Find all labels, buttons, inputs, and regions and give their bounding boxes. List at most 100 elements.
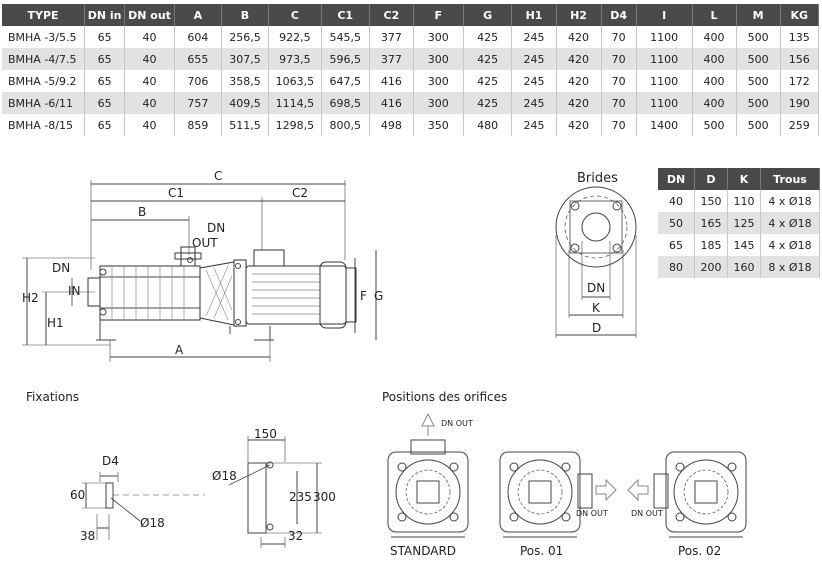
orifices-title: Positions des orifices xyxy=(382,390,508,404)
table-cell: 40 xyxy=(124,70,175,92)
table-cell: 185 xyxy=(694,234,728,256)
col-header: DN out xyxy=(124,4,175,26)
table-cell: 245 xyxy=(511,92,557,114)
label-out: OUT xyxy=(192,236,218,250)
table-cell: 8 x Ø18 xyxy=(760,256,820,278)
brides-title: Brides xyxy=(577,171,618,186)
table-cell: 190 xyxy=(780,92,820,114)
table-cell: 500 xyxy=(692,114,737,136)
table-cell: 1063,5 xyxy=(268,70,322,92)
table-cell: 125 xyxy=(727,212,761,234)
table-cell: BMHA -8/15 xyxy=(2,114,86,136)
orifice-standard xyxy=(387,412,469,538)
table-cell: 647,5 xyxy=(321,70,370,92)
table-cell: 40 xyxy=(124,26,175,48)
fixation-labels: D4 60 38 Ø18 150 Ø18 235 300 32 xyxy=(70,427,336,543)
table-cell: 425 xyxy=(463,26,513,48)
label-a: A xyxy=(175,343,184,357)
table-cell: 70 xyxy=(601,26,637,48)
table-cell: 400 xyxy=(692,70,737,92)
label-flange-d: D xyxy=(592,321,601,335)
table-cell: 377 xyxy=(369,48,414,70)
table-cell: 70 xyxy=(601,70,637,92)
label-in: IN xyxy=(68,284,81,298)
label-dn-in: DN xyxy=(52,261,70,275)
table-cell: 500 xyxy=(736,48,781,70)
label-dn-out-left: DN OUT xyxy=(631,509,663,518)
label-32: 32 xyxy=(288,529,303,543)
specs-table: TYPE DN in DN out A B C C1 C2 F G H1 H2 … xyxy=(2,4,820,136)
table-cell: 50 xyxy=(658,212,695,234)
table-cell: 498 xyxy=(369,114,414,136)
flange-labels: DN K D xyxy=(587,281,605,335)
table-cell: 859 xyxy=(174,114,222,136)
table-cell: 110 xyxy=(727,190,761,212)
table-cell: 480 xyxy=(463,114,513,136)
table-cell: 65 xyxy=(84,70,126,92)
fixation-drawing xyxy=(82,436,322,548)
table-cell: 245 xyxy=(511,70,557,92)
table-cell: 377 xyxy=(369,26,414,48)
table-cell: 511,5 xyxy=(221,114,270,136)
orifice-pos02 xyxy=(627,451,747,538)
table-cell: 400 xyxy=(692,26,737,48)
col-header: K xyxy=(727,168,761,190)
col-header: B xyxy=(221,4,270,26)
label-pos02: Pos. 02 xyxy=(678,544,721,558)
table-cell: 420 xyxy=(556,92,602,114)
col-header: D xyxy=(694,168,728,190)
table-cell: 40 xyxy=(124,48,175,70)
table-cell: 416 xyxy=(369,92,414,114)
table-cell: 500 xyxy=(736,92,781,114)
table-cell: 800,5 xyxy=(321,114,370,136)
table-cell: 706 xyxy=(174,70,222,92)
table-cell: 40 xyxy=(658,190,695,212)
col-header: C2 xyxy=(369,4,414,26)
table-cell: 1100 xyxy=(636,48,693,70)
table-cell: 4 x Ø18 xyxy=(760,190,820,212)
table-cell: 165 xyxy=(694,212,728,234)
table-cell: 70 xyxy=(601,48,637,70)
table-cell: 200 xyxy=(694,256,728,278)
table-cell: 256,5 xyxy=(221,26,270,48)
col-header: I xyxy=(636,4,693,26)
label-38: 38 xyxy=(80,529,95,543)
col-header: KG xyxy=(780,4,820,26)
table-cell: 150 xyxy=(694,190,728,212)
table-cell: 300 xyxy=(413,70,464,92)
table-cell: 1100 xyxy=(636,26,693,48)
table-cell: 545,5 xyxy=(321,26,370,48)
table-cell: 1100 xyxy=(636,70,693,92)
label-c1: C1 xyxy=(168,186,184,200)
label-f: F xyxy=(360,289,367,303)
brides-header-row: DN D K Trous xyxy=(658,168,820,190)
table-cell: 604 xyxy=(174,26,222,48)
label-dn-out-top: DN OUT xyxy=(441,419,473,428)
col-header: D4 xyxy=(601,4,637,26)
table-cell: 65 xyxy=(658,234,695,256)
table-cell: 65 xyxy=(84,114,126,136)
fixations-title: Fixations xyxy=(26,390,80,404)
table-cell: 307,5 xyxy=(221,48,270,70)
label-h1: H1 xyxy=(47,316,64,330)
table-cell: 500 xyxy=(736,114,781,136)
col-header: DN in xyxy=(84,4,126,26)
table-cell: 40 xyxy=(124,92,175,114)
col-header: H1 xyxy=(511,4,557,26)
table-cell: 245 xyxy=(511,48,557,70)
col-header: M xyxy=(736,4,781,26)
table-cell: 1114,5 xyxy=(268,92,322,114)
orifice-captions: STANDARD Pos. 01 Pos. 02 xyxy=(390,544,721,558)
table-cell: 245 xyxy=(511,26,557,48)
col-header: C xyxy=(268,4,322,26)
table-cell: 350 xyxy=(413,114,464,136)
table-cell: 400 xyxy=(692,48,737,70)
label-pos01: Pos. 01 xyxy=(520,544,563,558)
orifice-pos01 xyxy=(499,451,617,538)
